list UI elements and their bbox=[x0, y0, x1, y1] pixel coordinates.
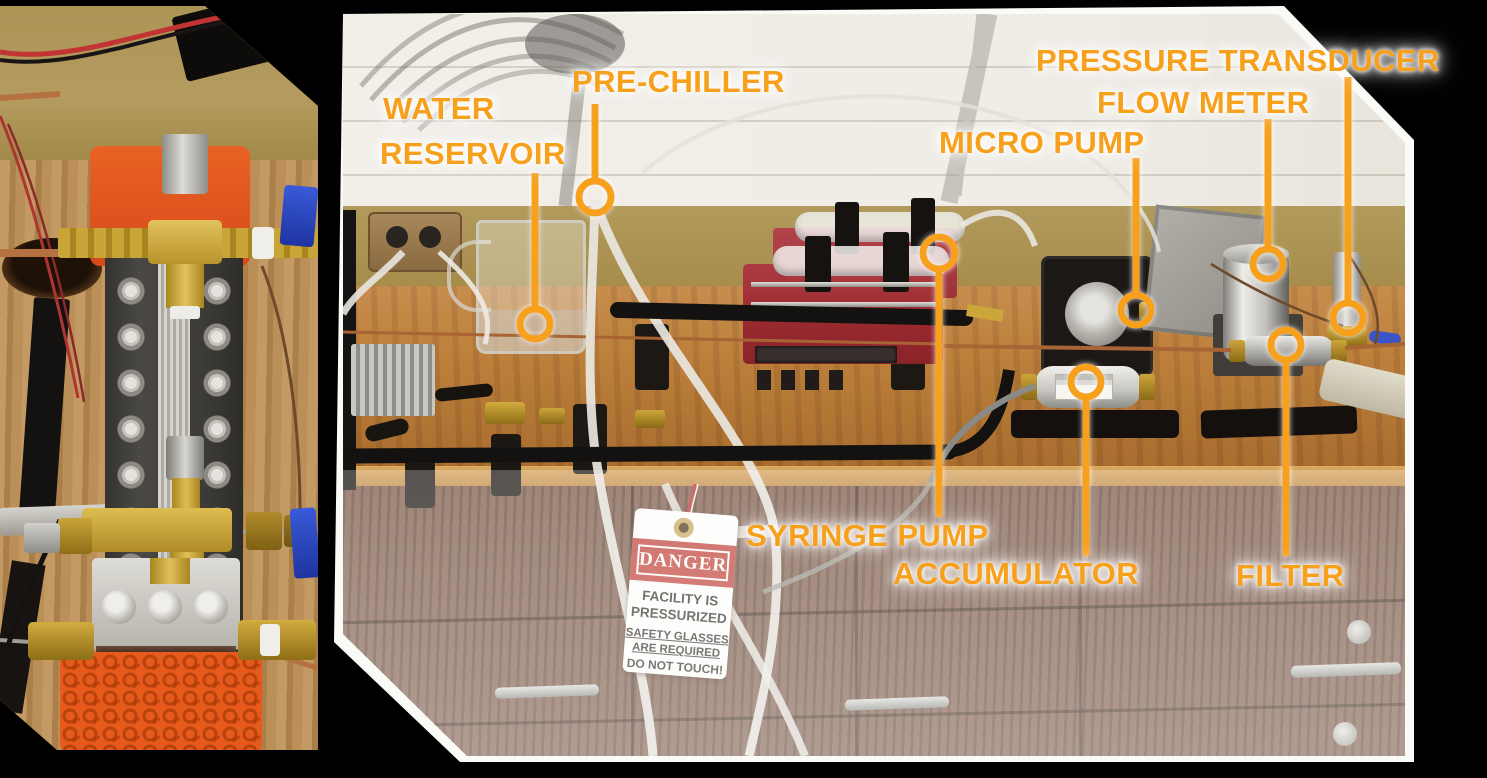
pump-buttons bbox=[757, 370, 853, 390]
finned-heatsink bbox=[351, 344, 435, 416]
label-water-reservoir-line2: RESERVOIR bbox=[380, 136, 566, 171]
outlet-plug-1 bbox=[386, 226, 408, 248]
label-flow-meter: FLOW METER bbox=[1097, 85, 1310, 120]
callout-circle-accumulator bbox=[1067, 363, 1105, 401]
bottom-bolt-3 bbox=[194, 590, 228, 624]
beaker-handle bbox=[447, 240, 491, 312]
accumulator-base-plate bbox=[1011, 410, 1179, 438]
bottom-block-hex bbox=[150, 558, 190, 584]
callout-circle-syringe-pump bbox=[919, 233, 959, 273]
pump-rail-1 bbox=[751, 282, 941, 287]
brass-valve-body bbox=[485, 402, 525, 424]
label-micro-pump: MICRO PUMP bbox=[939, 125, 1145, 160]
tubing-overlay bbox=[343, 94, 1405, 756]
callout-circle-flow-meter bbox=[1249, 245, 1287, 283]
label-syringe-pump: SYRINGE PUMP bbox=[746, 518, 989, 553]
callout-circle-water-reservoir bbox=[516, 305, 554, 343]
bottom-bolt-2 bbox=[148, 590, 182, 624]
accumulator-nut-right bbox=[1139, 374, 1155, 400]
mid-nut-left2 bbox=[24, 523, 60, 553]
brass-fitting-b bbox=[635, 410, 665, 428]
label-water-reservoir-line1: WATER bbox=[383, 91, 495, 126]
ptfe-ring-bottom bbox=[260, 624, 280, 656]
mid-valve-neck bbox=[172, 478, 200, 510]
mid-nut-right1 bbox=[246, 512, 282, 550]
syringe-rear-clamp1 bbox=[835, 202, 859, 254]
drawer-seam-v3 bbox=[1079, 486, 1082, 756]
callout-circle-pre-chiller bbox=[575, 177, 615, 217]
bench-valve-3 bbox=[491, 434, 521, 496]
mid-cross-bar bbox=[82, 508, 232, 552]
callout-circle-filter bbox=[1267, 326, 1305, 364]
mid-valve-cap bbox=[166, 436, 204, 480]
ptfe-ring-top bbox=[252, 227, 274, 259]
water-reservoir-beaker bbox=[476, 220, 586, 354]
top-hex-below bbox=[166, 264, 204, 308]
bottom-bolt-1 bbox=[102, 590, 136, 624]
wall-white bbox=[343, 14, 1405, 206]
ptfe-ring-column bbox=[170, 306, 200, 319]
top-cross-arm-left bbox=[58, 228, 152, 258]
outlet-plug-2 bbox=[419, 226, 441, 248]
left-edge-equipment bbox=[343, 210, 356, 490]
bottom-fitting-left bbox=[28, 622, 94, 660]
cabinet bbox=[343, 486, 1405, 756]
wall-outlet bbox=[368, 212, 462, 272]
filter-nut-left bbox=[1229, 340, 1245, 362]
pump-rail-2 bbox=[751, 302, 941, 307]
label-pressure-transducer: PRESSURE TRANSDUCER bbox=[1036, 43, 1440, 78]
drawer-lock-2 bbox=[1333, 722, 1357, 746]
mid-nut-left1 bbox=[58, 518, 92, 554]
filter-nut-right bbox=[1331, 340, 1347, 362]
top-cross-body bbox=[148, 220, 222, 264]
drawer-lock-1 bbox=[1347, 620, 1371, 644]
top-valve-stem bbox=[162, 134, 208, 194]
label-filter: FILTER bbox=[1236, 558, 1345, 593]
drawer-seam-v2 bbox=[855, 486, 858, 756]
orange-base bbox=[60, 652, 262, 750]
callout-circle-pressure-transducer bbox=[1329, 299, 1367, 337]
label-pre-chiller: PRE-CHILLER bbox=[572, 64, 785, 99]
label-accumulator: ACCUMULATOR bbox=[893, 556, 1140, 591]
fade-overlay bbox=[343, 470, 1405, 756]
pump-display bbox=[755, 346, 897, 363]
callout-circle-micro-pump bbox=[1117, 291, 1155, 329]
brass-fitting-a bbox=[539, 408, 565, 424]
